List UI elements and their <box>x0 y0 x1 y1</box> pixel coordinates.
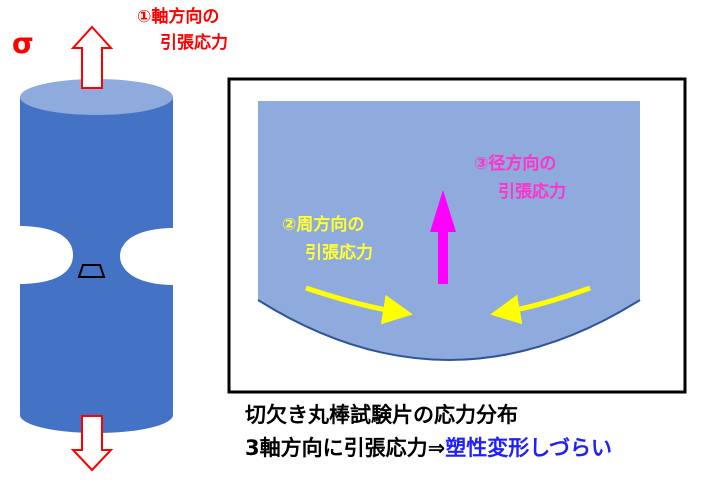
caption-line1: 切欠き丸棒試験片の応力分布 <box>245 403 518 427</box>
caption-line2-highlight: 塑性変形しづらい <box>445 436 612 460</box>
down-arrow-icon <box>70 415 114 472</box>
axial-stress-label-line1: ①軸方向の <box>137 7 220 27</box>
radial-stress-arrow-icon <box>430 190 456 284</box>
up-arrow-icon <box>70 25 114 89</box>
notched-round-bar-specimen <box>18 79 175 433</box>
sigma-label: σ <box>12 27 34 60</box>
hoop-stress-arrow-right-icon <box>490 285 591 325</box>
axial-stress-label-line2: 引張応力 <box>160 33 228 53</box>
caption-line2: 3軸方向に引張応力⇒塑性変形しづらい <box>245 438 612 459</box>
hoop-stress-arrow-left-icon <box>305 285 413 325</box>
radial-stress-label-line2: 引張応力 <box>498 182 566 202</box>
left-notch <box>18 226 73 284</box>
element-marker <box>77 264 106 278</box>
right-notch <box>120 228 175 285</box>
radial-stress-label-line1: ③径方向の <box>474 154 557 174</box>
hoop-stress-label-line2: 引張応力 <box>305 243 373 263</box>
caption-line2-prefix: 3軸方向に引張応力⇒ <box>245 436 446 460</box>
hoop-stress-label-line1: ②周方向の <box>282 215 365 235</box>
